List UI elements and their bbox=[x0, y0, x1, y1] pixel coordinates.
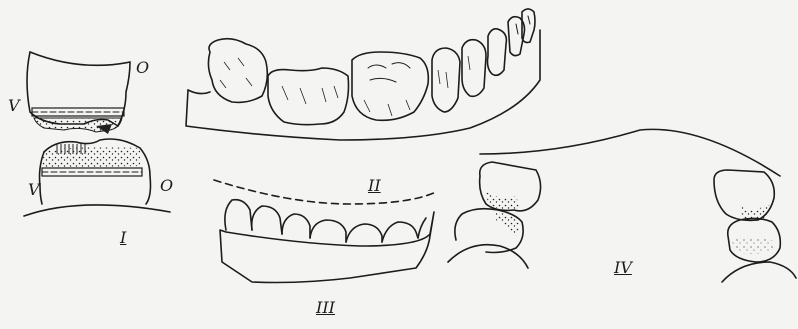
fig2-jaw-base bbox=[186, 30, 540, 140]
figure-4-label: IV bbox=[614, 258, 632, 277]
fig2-molar-3 bbox=[208, 39, 267, 103]
fig1-label-v-lower: V bbox=[28, 180, 40, 199]
figure-2-label: II bbox=[368, 176, 381, 195]
figure-3-front-bite-view bbox=[214, 180, 436, 283]
fig4-left-pair bbox=[448, 162, 541, 268]
fig1-upper-tooth bbox=[27, 52, 130, 134]
fig2-premolar-2 bbox=[432, 48, 460, 112]
figure-3-label: III bbox=[316, 298, 335, 317]
figure-1-label: I bbox=[120, 228, 126, 247]
figure-2-lower-dental-arch bbox=[186, 9, 540, 140]
fig4-right-pair bbox=[714, 170, 796, 282]
fig2-molar-2 bbox=[268, 68, 349, 125]
fig1-label-o-upper: O bbox=[136, 58, 149, 77]
fig3-dashed-occlusal-line bbox=[214, 180, 436, 204]
fig2-premolar-1 bbox=[462, 40, 486, 97]
fig1-label-v-upper: V bbox=[8, 96, 20, 115]
fig2-canine bbox=[488, 29, 507, 75]
fig1-label-o-lower: O bbox=[160, 176, 173, 195]
fig4-arch-curve bbox=[480, 129, 780, 176]
fig1-lower-tooth bbox=[24, 139, 170, 216]
